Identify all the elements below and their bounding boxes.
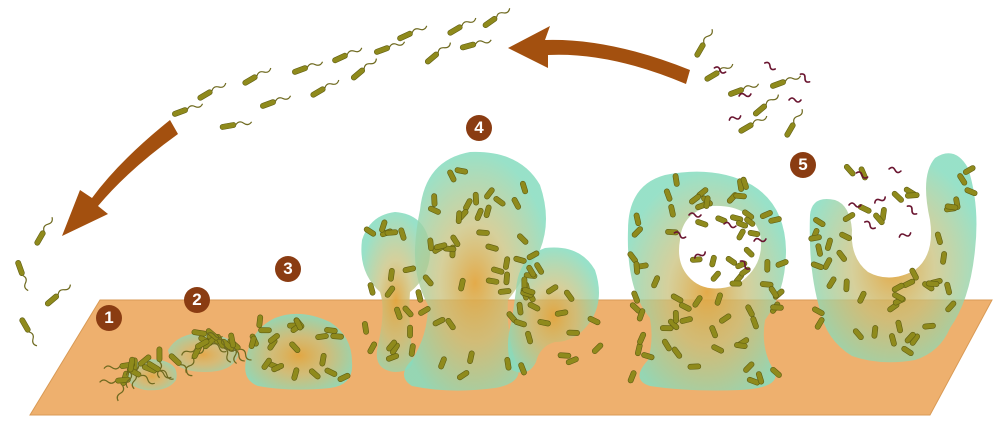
rod-bacterium-icon — [765, 259, 770, 272]
rod-bacterium-icon — [220, 119, 252, 130]
rod-bacterium-icon — [748, 230, 761, 237]
released-cell-icon — [889, 167, 902, 173]
rod-bacterium-icon — [926, 281, 939, 287]
rod-bacterium-icon — [424, 41, 452, 66]
rod-bacterium-icon — [922, 323, 935, 330]
rod-bacterium-icon — [34, 216, 55, 246]
rod-bacterium-icon — [730, 281, 742, 286]
rod-bacterium-icon — [350, 57, 378, 82]
rod-bacterium-icon — [482, 6, 511, 29]
stage-label-3: 3 — [275, 256, 301, 282]
rod-bacterium-icon — [476, 230, 489, 236]
rod-bacterium-icon — [743, 246, 755, 258]
rod-bacterium-icon — [44, 283, 72, 308]
released-cell-icon — [764, 61, 776, 70]
rod-bacterium-icon — [330, 333, 343, 339]
rod-bacterium-icon — [694, 28, 715, 58]
rod-bacterium-icon — [15, 260, 31, 292]
rod-bacterium-icon — [736, 228, 746, 241]
rod-bacterium-icon — [704, 62, 734, 83]
rod-bacterium-icon — [905, 192, 919, 198]
stage-label-4: 4 — [466, 115, 492, 141]
released-cell-icon — [729, 114, 742, 122]
rod-bacterium-icon — [843, 163, 856, 177]
rod-bacterium-icon — [784, 108, 805, 138]
rod-bacterium-icon — [872, 325, 879, 339]
rod-bacterium-icon — [857, 203, 872, 214]
rod-bacterium-icon — [456, 211, 462, 224]
rod-bacterium-icon — [504, 272, 510, 285]
rod-bacterium-icon — [634, 261, 640, 274]
rod-bacterium-icon — [770, 305, 783, 311]
released-cell-icon — [789, 98, 801, 102]
rod-bacterium-icon — [710, 270, 722, 282]
released-cell-icon — [799, 73, 811, 84]
rod-bacterium-icon — [673, 310, 679, 323]
rod-bacterium-icon — [172, 101, 204, 117]
rod-bacterium-icon — [197, 81, 227, 102]
stage-label-5: 5 — [790, 152, 816, 178]
rod-bacterium-icon — [407, 325, 412, 338]
released-cell-icon — [899, 231, 912, 239]
rod-bacterium-icon — [292, 59, 324, 75]
rod-bacterium-icon — [891, 190, 905, 203]
rod-bacterium-icon — [498, 288, 511, 295]
rod-bacterium-icon — [460, 37, 492, 50]
rod-bacterium-icon — [258, 328, 271, 333]
rod-bacterium-icon — [332, 46, 363, 64]
rod-bacterium-icon — [473, 192, 479, 205]
rod-bacterium-icon — [567, 330, 580, 336]
stage-label-2: 2 — [184, 287, 210, 313]
rod-bacterium-icon — [242, 66, 272, 87]
released-cell-icon — [864, 220, 876, 229]
rod-bacterium-icon — [688, 364, 701, 370]
rod-bacterium-icon — [844, 279, 850, 292]
rod-bacterium-icon — [558, 353, 571, 359]
rod-bacterium-icon — [385, 229, 398, 235]
rod-bacterium-icon — [858, 166, 868, 181]
rod-bacterium-icon — [709, 255, 717, 268]
rod-bacterium-icon — [19, 317, 40, 347]
rod-bacterium-icon — [695, 219, 709, 228]
rod-bacterium-icon — [427, 238, 434, 251]
rod-bacterium-icon — [733, 193, 746, 199]
released-cell-icon — [906, 205, 918, 216]
stage-label-1: 1 — [96, 305, 122, 331]
released-cell-icon — [874, 195, 886, 204]
rod-bacterium-icon — [260, 93, 292, 109]
rod-bacterium-icon — [397, 24, 428, 42]
rod-bacterium-icon — [310, 78, 340, 99]
rod-bacterium-icon — [738, 114, 768, 135]
rod-bacterium-icon — [447, 16, 477, 37]
released-cell-icon — [724, 222, 737, 228]
rod-bacterium-icon — [690, 257, 702, 263]
rod-bacterium-icon — [770, 73, 802, 89]
rod-bacterium-icon — [374, 39, 406, 55]
curved-arrow-icon — [508, 26, 690, 84]
rod-bacterium-icon — [752, 93, 780, 118]
curved-arrow-icon — [62, 120, 178, 236]
rod-bacterium-icon — [256, 315, 263, 329]
rod-bacterium-icon — [431, 193, 437, 206]
